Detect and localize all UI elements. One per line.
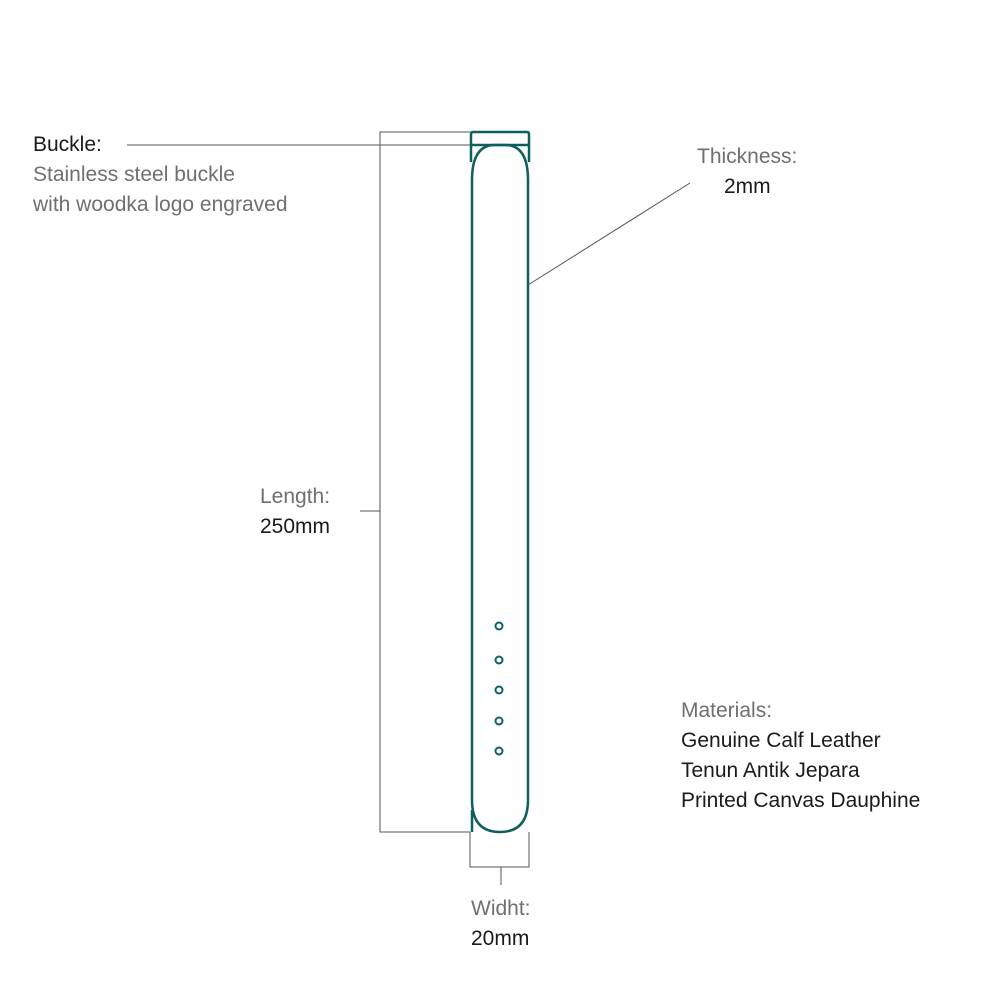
buckle-label: Buckle:: [33, 133, 102, 156]
material-item: Tenun Antik Jepara: [681, 759, 860, 782]
strap-body: [470, 143, 530, 834]
buckle-frame: [469, 130, 531, 162]
length-bracket: [379, 131, 470, 833]
strap-hole: [494, 655, 504, 665]
strap-hole: [494, 621, 504, 631]
materials-label: Materials:: [681, 699, 773, 722]
thickness-leader-line: [527, 182, 691, 286]
width-bracket: [469, 832, 530, 868]
length-value: 250mm: [260, 515, 331, 538]
material-item: Genuine Calf Leather: [681, 729, 881, 752]
buckle-desc-1: Stainless steel buckle: [33, 163, 235, 186]
material-item: Printed Canvas Dauphine: [681, 789, 921, 812]
strap: [469, 130, 531, 834]
buckle-desc-2: with woodka logo engraved: [33, 193, 288, 216]
strap-hole: [494, 685, 504, 695]
width-value: 20mm: [471, 927, 530, 950]
thickness-label: Thickness:: [697, 145, 798, 168]
width-label: Widht:: [471, 897, 531, 920]
length-label: Length:: [260, 485, 331, 508]
strap-hole: [494, 746, 504, 756]
strap-hole: [494, 716, 504, 726]
dimension-lines: [127, 131, 691, 885]
thickness-value: 2mm: [724, 175, 771, 198]
